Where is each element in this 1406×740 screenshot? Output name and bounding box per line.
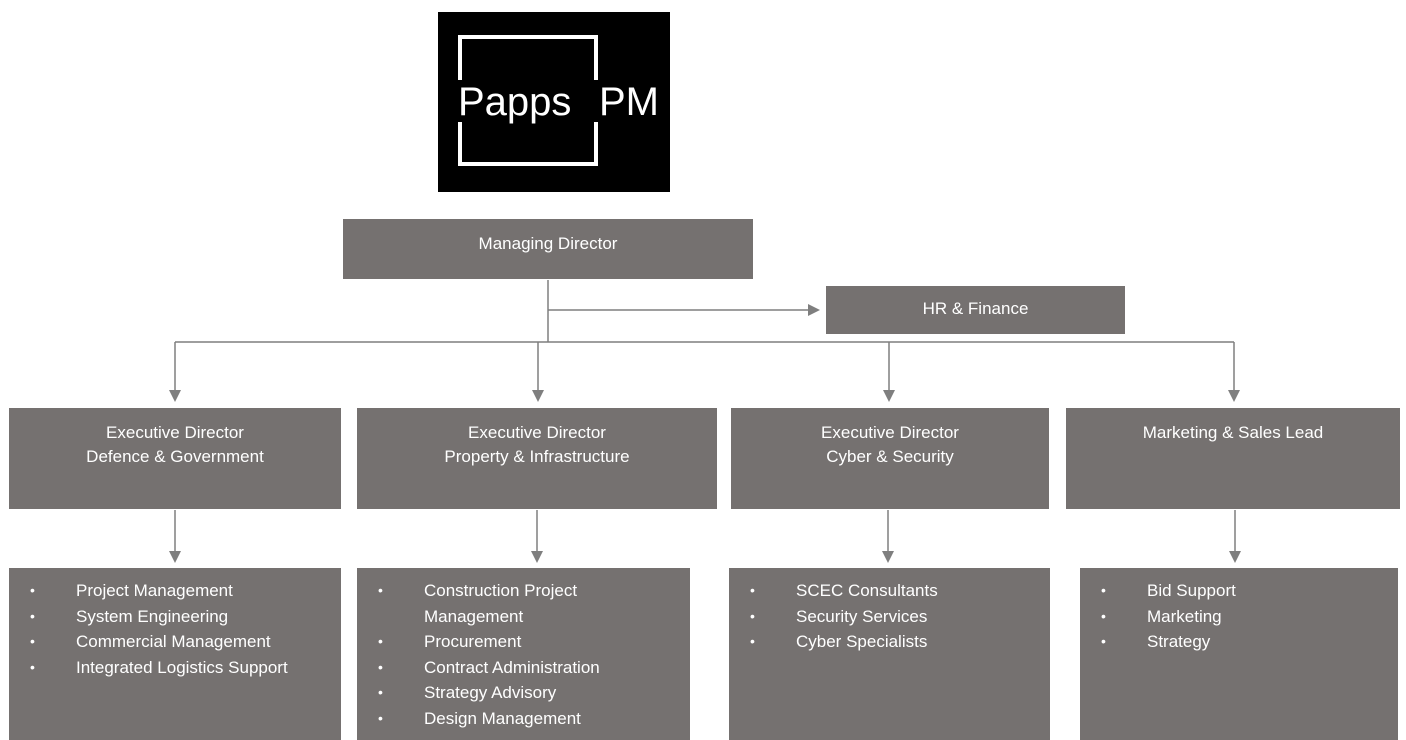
service-item: Design Management <box>357 706 647 732</box>
services-box-defence: Project Management System Engineering Co… <box>9 568 341 740</box>
service-item: SCEC Consultants <box>729 578 1050 604</box>
services-box-marketing: Bid Support Marketing Strategy <box>1080 568 1398 740</box>
logo-text-papps: Papps <box>458 80 571 124</box>
managing-director-box: Managing Director <box>343 219 753 279</box>
logo-frame-top <box>458 35 598 80</box>
director-title: Executive Director <box>821 423 959 442</box>
service-item: System Engineering <box>9 604 341 630</box>
director-box-property: Executive Director Property & Infrastruc… <box>357 408 717 509</box>
service-item: Strategy Advisory <box>357 680 647 706</box>
hr-finance-box: HR & Finance <box>826 286 1125 334</box>
services-box-cyber: SCEC Consultants Security Services Cyber… <box>729 568 1050 740</box>
service-item: Strategy <box>1080 629 1398 655</box>
director-box-defence: Executive Director Defence & Government <box>9 408 341 509</box>
papps-pm-logo: Papps PM <box>438 12 670 192</box>
logo-text-pm: PM <box>599 80 659 124</box>
service-item: Integrated Logistics Support <box>9 655 341 681</box>
service-item: Project Management <box>9 578 341 604</box>
director-title: Marketing & Sales Lead <box>1142 423 1324 442</box>
director-title: Executive Director <box>468 423 606 442</box>
logo-frame-bottom <box>458 122 598 166</box>
director-title: Executive Director <box>106 423 244 442</box>
service-item: Commercial Management <box>9 629 341 655</box>
director-box-marketing: Marketing & Sales Lead <box>1066 408 1400 509</box>
managing-director-label: Managing Director <box>478 234 618 253</box>
service-item: Procurement <box>357 629 647 655</box>
director-division: Property & Infrastructure <box>444 447 630 466</box>
service-item: Contract Administration <box>357 655 647 681</box>
service-item: Security Services <box>729 604 1050 630</box>
director-box-cyber: Executive Director Cyber & Security <box>731 408 1049 509</box>
hr-finance-label: HR & Finance <box>922 299 1029 318</box>
service-item: Marketing <box>1080 604 1398 630</box>
service-item: Bid Support <box>1080 578 1398 604</box>
service-item: Cyber Specialists <box>729 629 1050 655</box>
director-division: Cyber & Security <box>826 447 954 466</box>
service-item: Construction Project Management <box>357 578 647 629</box>
director-division: Defence & Government <box>86 447 264 466</box>
services-box-property: Construction Project Management Procurem… <box>357 568 690 740</box>
